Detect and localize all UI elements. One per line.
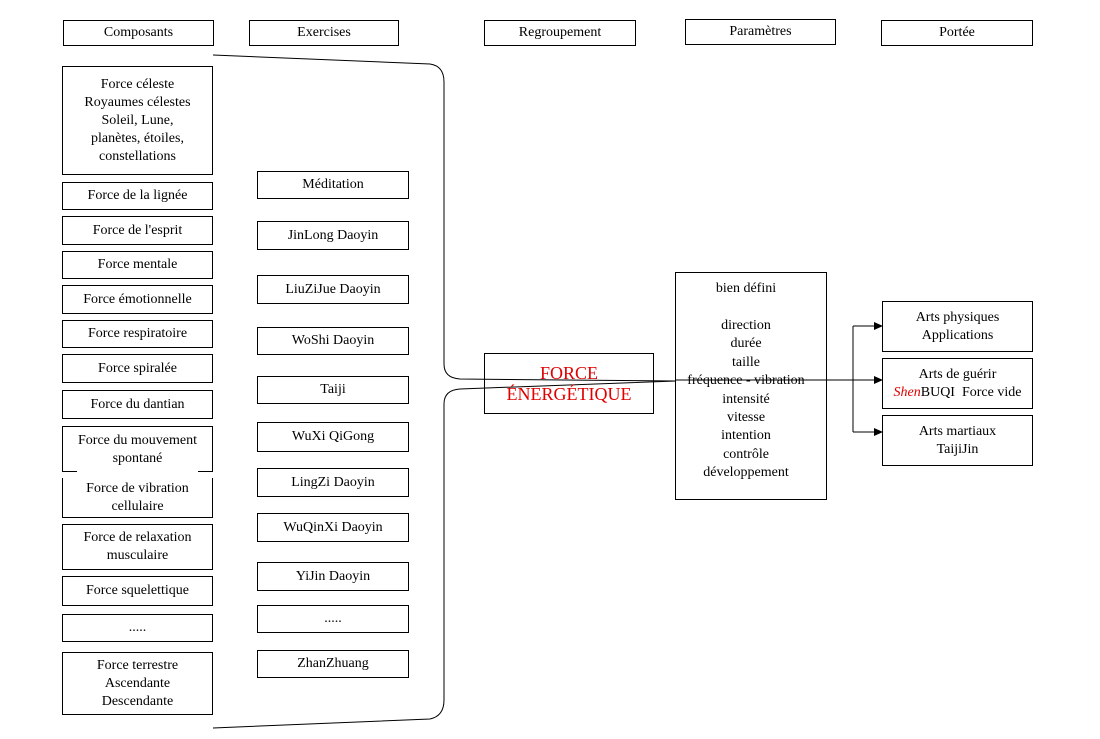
component-celestial-force: Force céleste Royaumes célestes Soleil, … [62,66,213,175]
scope-martial-arts-line1: Arts martiaux [918,423,997,439]
parameter-item: durée [730,336,762,352]
exercise-zhanzhuang: ZhanZhuang [257,650,409,678]
exercise-lingzi-daoyin: LingZi Daoyin [257,468,409,497]
exercise-wuqinxi-daoyin: WuQinXi Daoyin [257,513,409,542]
exercise-meditation: Méditation [257,171,409,199]
exercise-wuxi-qigong: WuXi QiGong [257,422,409,452]
scope-healing-arts-line1: Arts de guérir [918,366,997,382]
scope-physical-arts: Arts physiques Applications [882,301,1033,352]
component-emotional-force: Force émotionnelle [62,285,213,314]
parameters-list: direction durée taille fréquence - vibra… [675,317,817,483]
header-exercises: Exercises [249,20,399,46]
exercise-yijin-daoyin: YiJin Daoyin [257,562,409,591]
parameter-item: développement [703,465,789,481]
component-spiral-force: Force spiralée [62,354,213,383]
top-brace-line [212,54,677,382]
component-ellipsis: ..... [62,614,213,642]
buqi-label: BUQI Force vide [920,384,1022,400]
parameter-item: direction [721,318,771,333]
parameter-item: vitesse [726,410,766,426]
shen-label: Shen [893,384,921,400]
header-grouping: Regroupement [484,20,636,46]
exercise-liuzijue-daoyin: LiuZiJue Daoyin [257,275,409,304]
grouping-line2: ÉNERGÉTIQUE [506,383,632,404]
component-respiratory-force: Force respiratoire [62,320,213,348]
component-dantian-force: Force du dantian [62,390,213,419]
exercise-jinlong-daoyin: JinLong Daoyin [257,221,409,250]
component-spirit-force: Force de l'esprit [62,216,213,245]
scope-physical-arts-line2: Applications [921,327,994,343]
header-components: Composants [63,20,214,46]
grouping-energetic-force: FORCE ÉNERGÉTIQUE [484,353,654,414]
parameter-item: fréquence - vibration [687,373,805,389]
exercise-woshi-daoyin: WoShi Daoyin [257,327,409,355]
exercise-ellipsis: ..... [257,605,409,633]
component-spontaneous-movement-force: Force du mouvement spontané [62,426,213,472]
header-parameters: Paramètres [685,19,836,45]
scope-martial-arts: Arts martiaux TaijiJin [882,415,1033,466]
component-muscle-relaxation-force: Force de relaxation musculaire [62,524,213,570]
scope-healing-arts-line2: ShenBUQI Force vide [894,384,1022,402]
parameters-panel [675,272,827,500]
parameter-item: intensité [722,391,770,407]
exercise-taiji: Taiji [257,376,409,404]
bottom-brace-line [212,380,677,729]
component-mental-force: Force mentale [62,251,213,279]
parameters-title: bien défini [715,281,777,296]
scope-martial-arts-line2: TaijiJin [936,441,979,457]
scope-physical-arts-line1: Arts physiques [915,309,1000,325]
grouping-line1: FORCE [539,362,599,383]
component-cellular-vibration-force: Force de vibration cellulaire [62,478,213,518]
parameter-item: contrôle [723,446,769,462]
parameter-item: intention [721,428,771,444]
component-lineage-force: Force de la lignée [62,182,213,210]
component-terrestrial-force: Force terrestre Ascendante Descendante [62,652,213,715]
parameter-item: taille [732,354,760,370]
scope-healing-arts: Arts de guérir ShenBUQI Force vide [882,358,1033,409]
header-scope: Portée [881,20,1033,46]
component-skeletal-force: Force squelettique [62,576,213,606]
